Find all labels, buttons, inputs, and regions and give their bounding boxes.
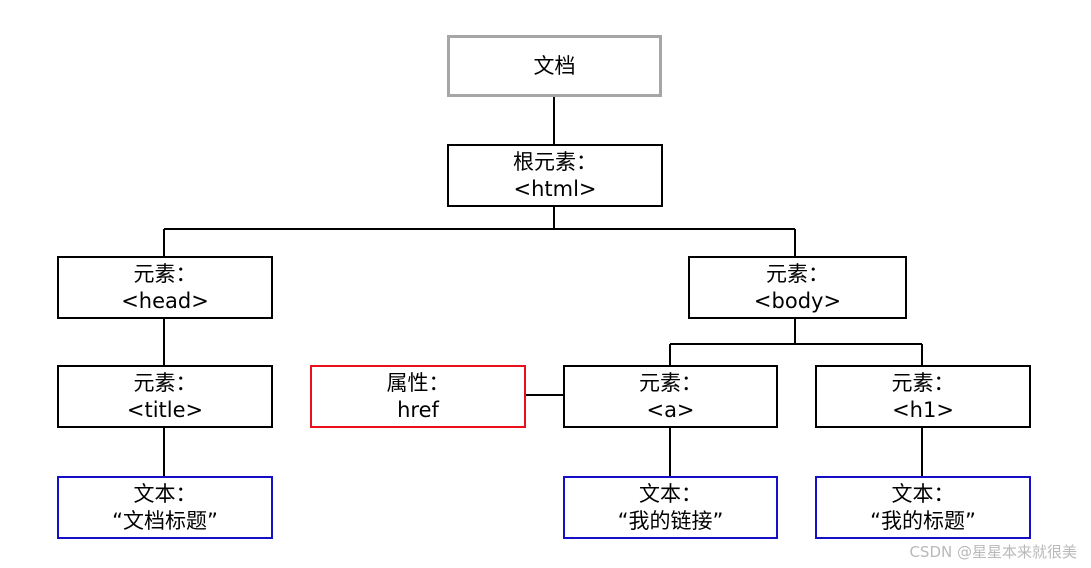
h1-text-kind: 文本： [891,481,955,506]
title-text-kind: 文本： [133,481,197,506]
h1-text-value: “我的标题” [870,508,976,533]
h1-element-node: 元素： <h1> [815,365,1031,428]
h1-text-node: 文本： “我的标题” [815,476,1031,539]
title-element-node: 元素： <title> [57,365,273,428]
href-attribute-kind: 属性： [386,370,450,395]
document-node-label: 文档 [533,53,576,78]
a-element-tag: <a> [646,397,695,422]
a-text-kind: 文本： [639,481,702,506]
title-text-value: “文档标题” [112,508,218,533]
title-element-tag: <title> [126,397,204,422]
body-element-node: 元素： <body> [688,256,907,319]
h1-element-kind: 元素： [891,370,955,395]
root-element-node: 根元素： <html> [447,144,663,207]
a-text-node: 文本： “我的链接” [563,476,778,539]
body-element-tag: <body> [753,288,842,313]
a-element-kind: 元素： [639,370,702,395]
body-element-kind: 元素： [766,261,829,286]
csdn-watermark: CSDN @星星本来就很美 [909,543,1077,561]
a-element-node: 元素： <a> [563,365,778,428]
a-text-value: “我的链接” [617,508,724,533]
href-attribute-name: href [397,397,439,422]
title-element-kind: 元素： [133,370,197,395]
root-element-tag: <html> [513,176,597,201]
document-node: 文档 [447,35,662,97]
title-text-node: 文本： “文档标题” [57,476,273,539]
h1-element-tag: <h1> [892,397,954,422]
head-element-kind: 元素： [133,261,197,286]
head-element-node: 元素： <head> [57,256,273,319]
root-element-kind: 根元素： [513,149,597,174]
href-attribute-node: 属性： href [310,365,526,428]
head-element-tag: <head> [121,288,209,313]
